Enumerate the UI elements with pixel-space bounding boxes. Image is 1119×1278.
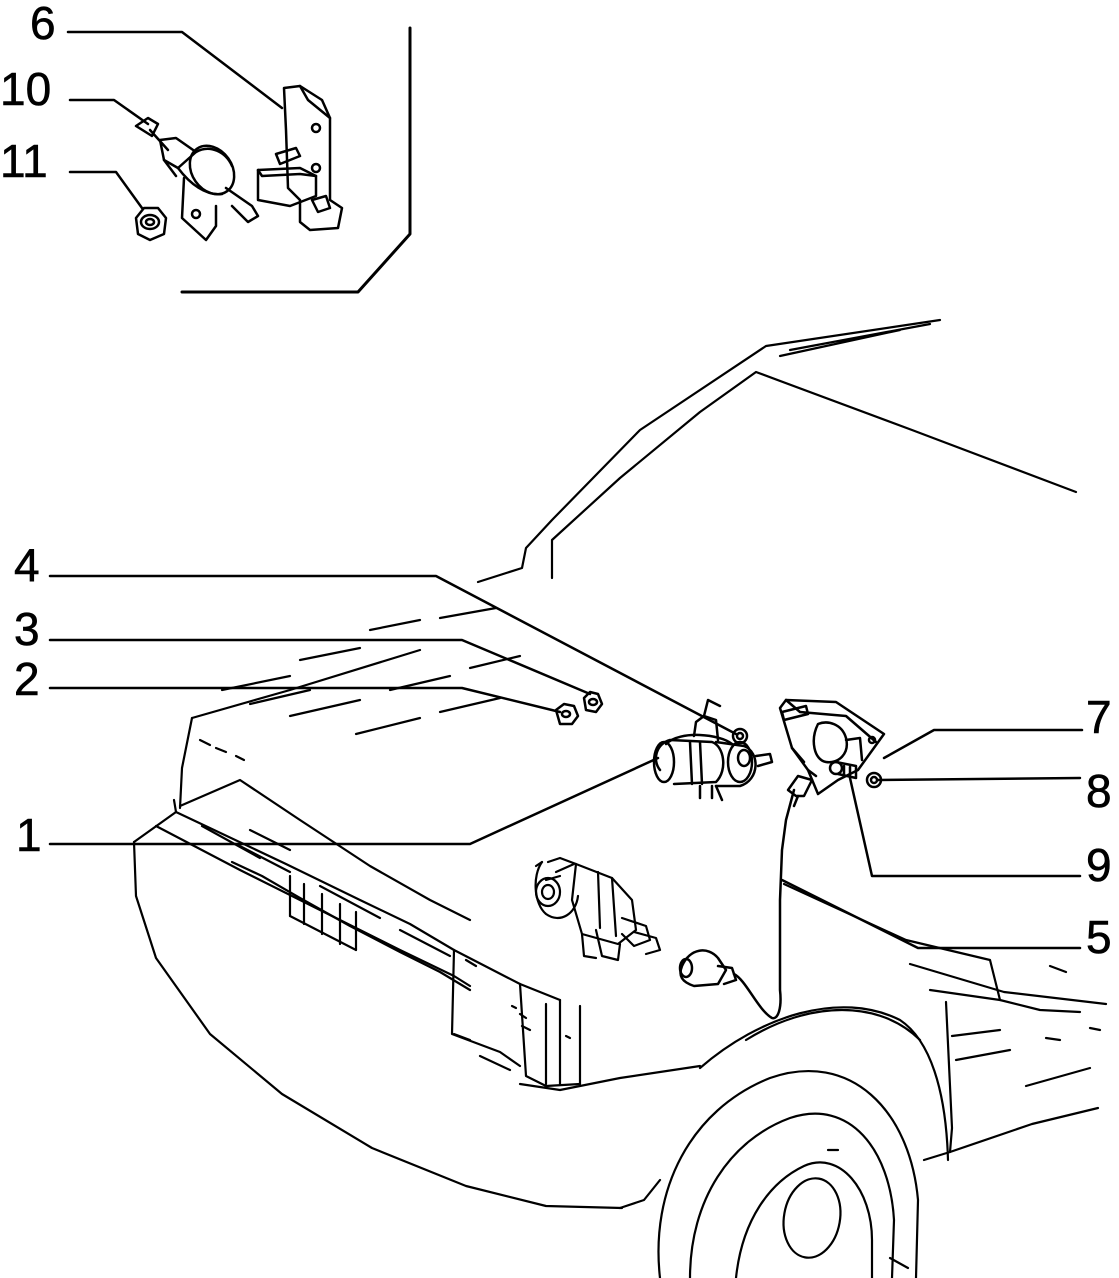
inset-bracket (256, 84, 344, 232)
inset-nut (134, 206, 168, 242)
small-parts (554, 690, 883, 789)
distributor (534, 856, 662, 962)
callout-3: 3 (14, 603, 40, 655)
inset-switch (134, 116, 260, 242)
coil-bracket (778, 698, 886, 808)
sensor (678, 788, 796, 1020)
callout-4: 4 (14, 539, 40, 591)
car-body (132, 318, 1108, 1278)
callout-6: 6 (30, 0, 56, 49)
callout-7: 7 (1086, 691, 1112, 743)
callout-9: 9 (1086, 839, 1112, 891)
callout-2: 2 (14, 653, 40, 705)
inset-frame (180, 26, 412, 294)
callout-5: 5 (1086, 911, 1112, 963)
leader-lines (48, 30, 1084, 950)
callout-10: 10 (0, 63, 52, 115)
callout-11: 11 (0, 135, 48, 187)
ignition-coil (652, 698, 774, 802)
callout-1: 1 (16, 809, 42, 861)
callout-8: 8 (1086, 765, 1112, 817)
